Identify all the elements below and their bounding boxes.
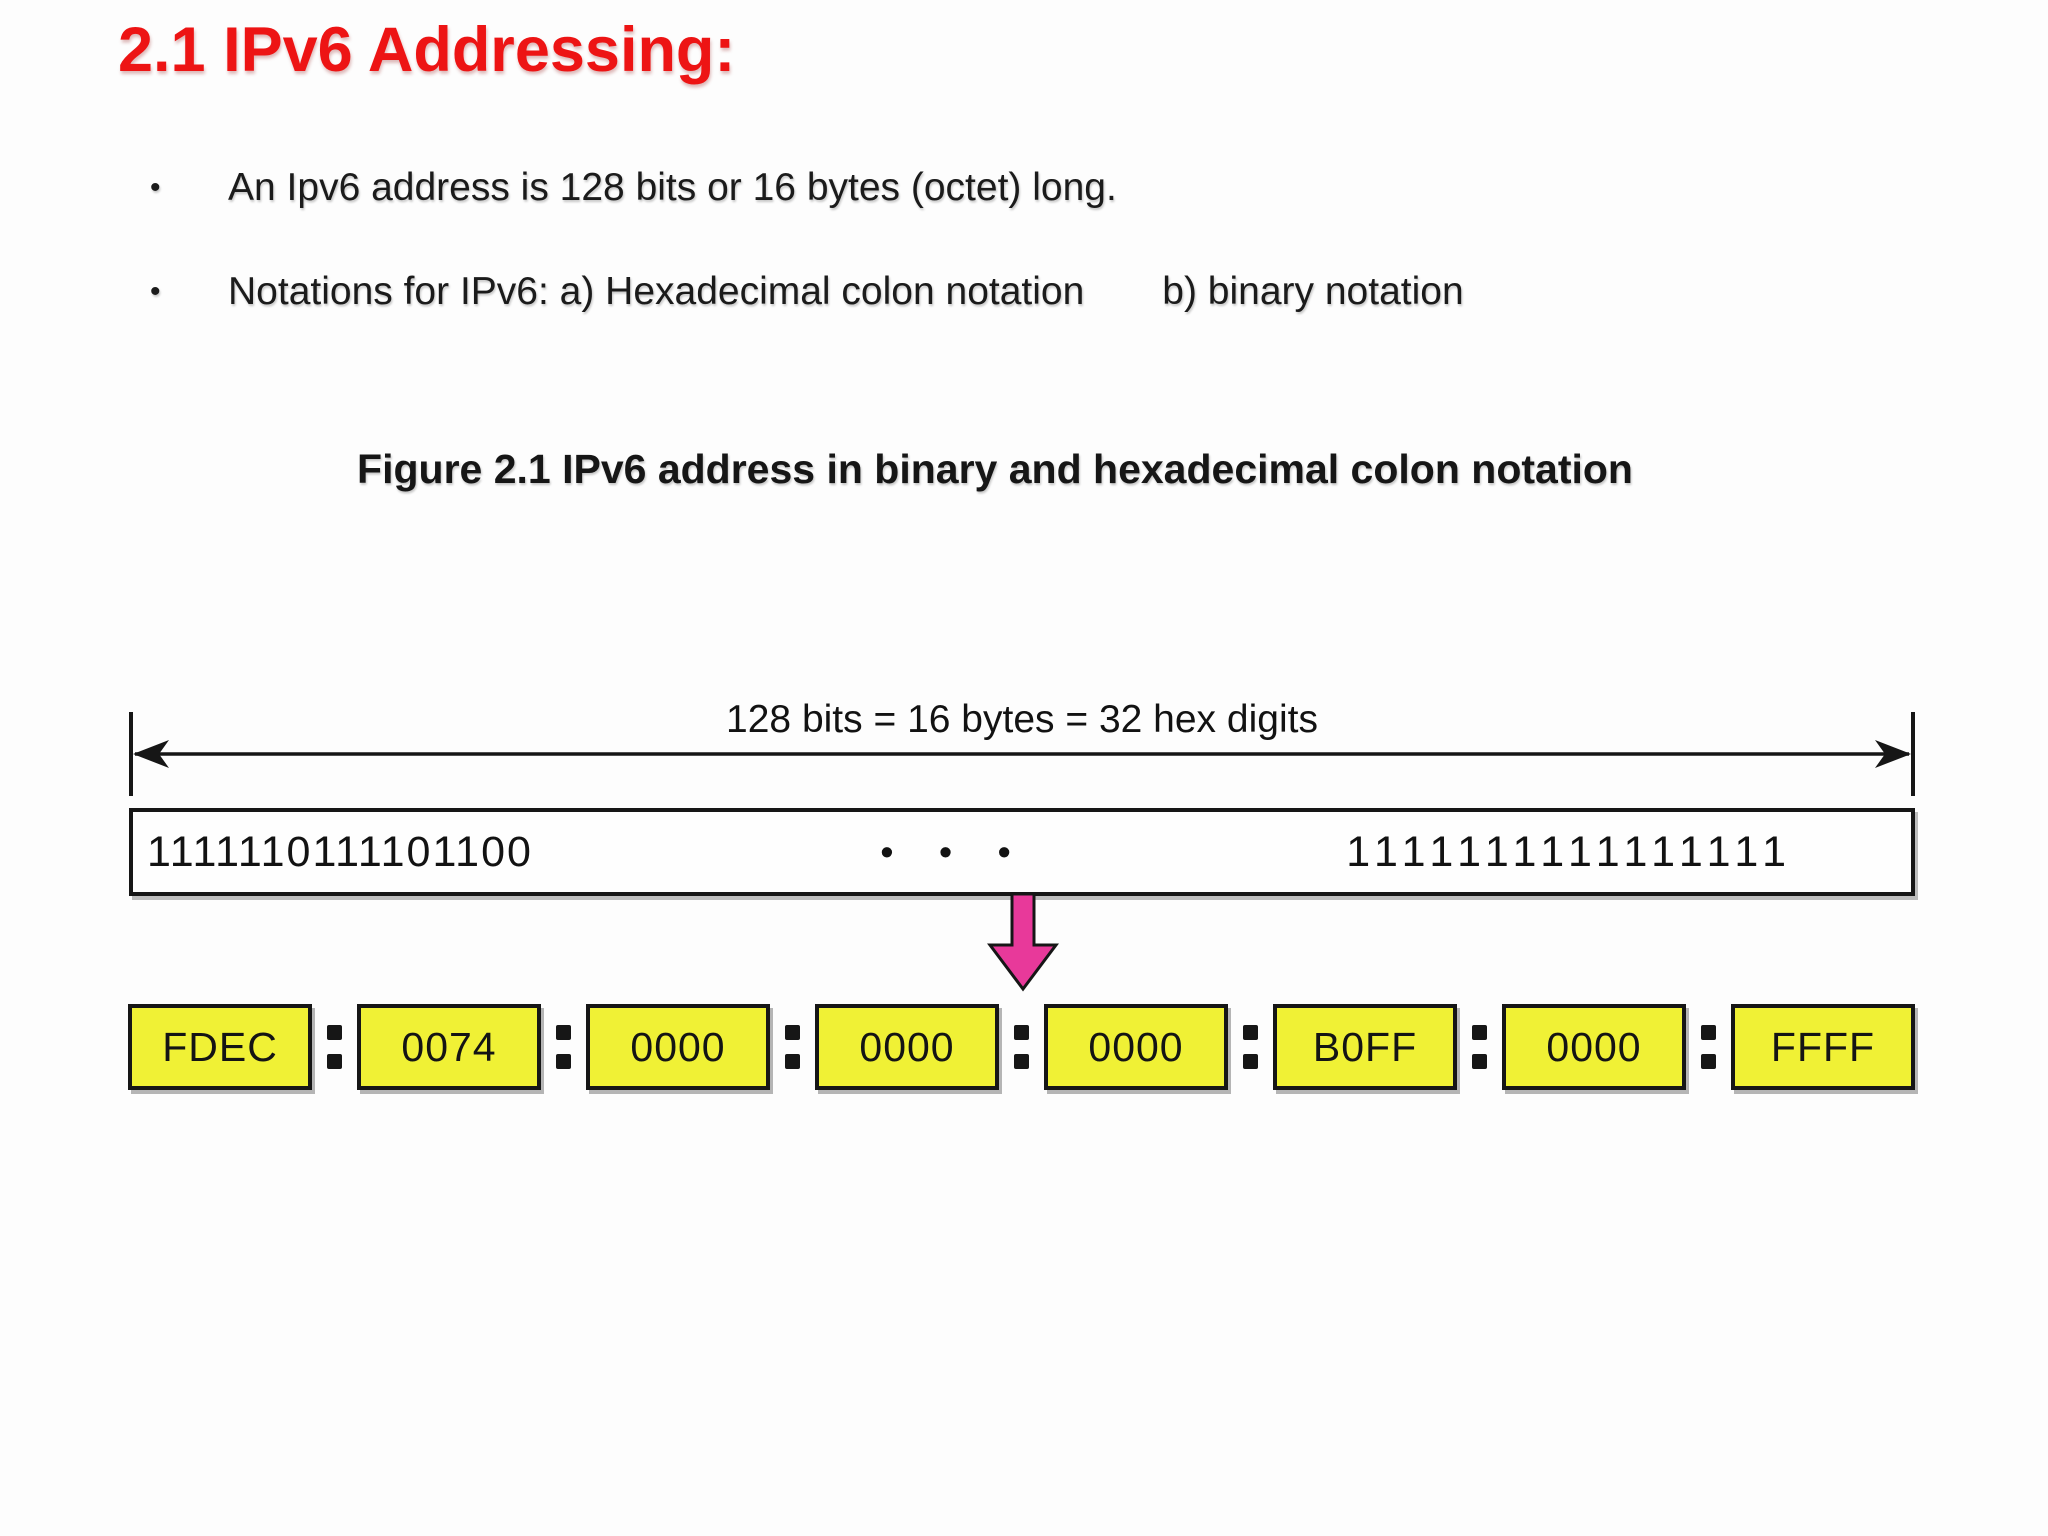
bullet-1-text: An Ipv6 address is 128 bits or 16 bytes …: [228, 166, 1117, 209]
down-arrow-icon: [987, 893, 1059, 992]
colon-separator: [1457, 1008, 1502, 1086]
bullet-item-2: • Notations for IPv6: a) Hexadecimal colo…: [150, 270, 1464, 314]
bullet-marker: •: [150, 275, 161, 308]
ellipsis-dots: • • •: [880, 831, 1029, 872]
hex-group-box: FFFF: [1731, 1004, 1915, 1090]
bullet-marker: •: [150, 171, 161, 204]
bullet-2-text-a: Notations for IPv6: a) Hexadecimal colon…: [228, 270, 1085, 313]
hex-group-box: 0074: [357, 1004, 541, 1090]
hex-group-box: 0000: [815, 1004, 999, 1090]
colon-separator: [999, 1008, 1044, 1086]
colon-separator: [770, 1008, 815, 1086]
figure-caption: Figure 2.1 IPv6 address in binary and he…: [357, 446, 1633, 492]
hex-group-box: 0000: [586, 1004, 770, 1090]
hex-notation-row: FDEC 0074 0000 0000 0000 B0FF 0000 FFFF: [128, 1004, 1915, 1090]
colon-separator: [541, 1008, 586, 1086]
hex-group-box: FDEC: [128, 1004, 312, 1090]
bit-width-label: 128 bits = 16 bytes = 32 hex digits: [726, 698, 1318, 741]
bullet-2-text-b: b) binary notation: [1162, 270, 1464, 313]
hex-group-box: 0000: [1502, 1004, 1686, 1090]
binary-left-bits: 1111110111101100: [147, 827, 533, 876]
hex-group-box: 0000: [1044, 1004, 1228, 1090]
hex-group-box: B0FF: [1273, 1004, 1457, 1090]
colon-separator: [1228, 1008, 1273, 1086]
measurement-arrow: [129, 712, 1915, 796]
bullet-item-1: • An Ipv6 address is 128 bits or 16 bytes…: [150, 166, 1117, 210]
slide-title: 2.1 IPv6 Addressing:: [118, 15, 736, 85]
binary-right-bits: 1111111111111111: [1346, 827, 1793, 876]
colon-separator: [312, 1008, 357, 1086]
colon-separator: [1686, 1008, 1731, 1086]
binary-address-box: 1111110111101100 • • • 1111111111111111: [129, 808, 1915, 896]
